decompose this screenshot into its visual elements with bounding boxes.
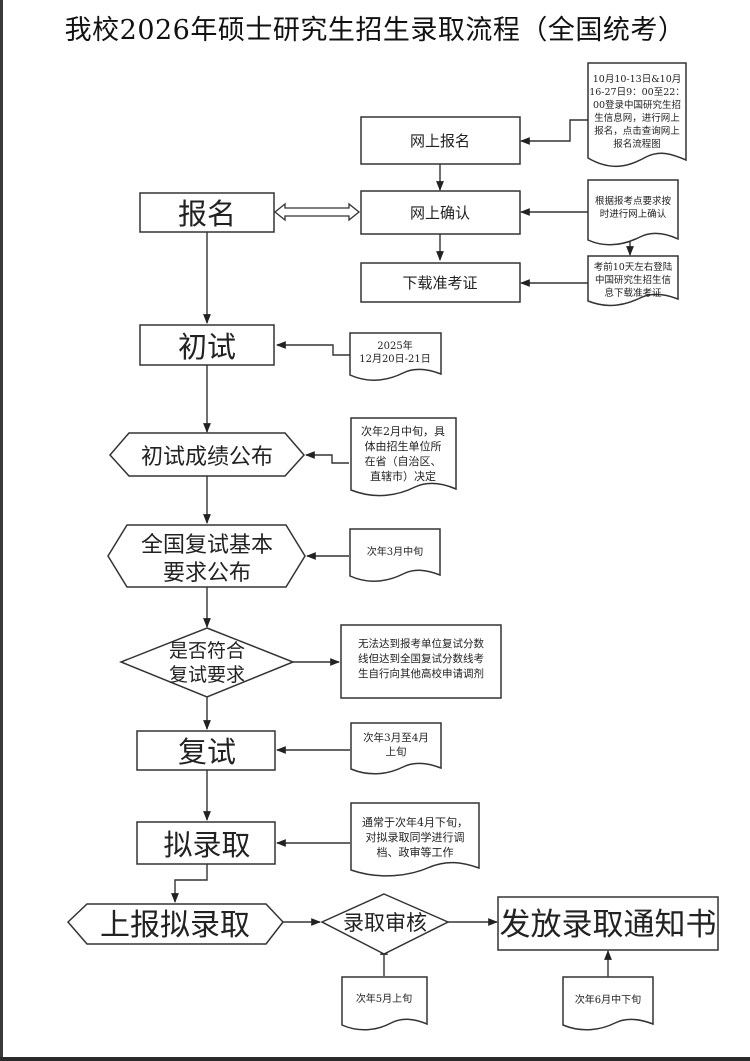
step-prelim-results: 初试成绩公布 [108, 432, 306, 477]
note-decision-transfer-line1: 无法达到报考单位复试分数 [358, 637, 484, 650]
substep-online-confirmation-label: 网上确认 [410, 204, 470, 222]
note-online-registration-line5: 报名，点击查询网上 [594, 125, 680, 137]
note-online-registration-line1: 10月10-13日&10月 [593, 74, 682, 85]
note-retest-line1: 次年3月至4月 [363, 731, 429, 744]
note-online-registration-line3: 00登录中国研究生招 [593, 99, 681, 111]
step-issue-notice-label: 发放录取通知书 [500, 907, 717, 943]
note-online-confirmation: 根据报考点要求按 时进行网上确认 [587, 179, 679, 246]
note-prelim-results: 次年2月中旬，具 体由招生单位所 在省（自治区、 直辖市）决定 [350, 417, 457, 497]
note-online-registration-line4: 生信息网，进行网上 [594, 112, 680, 124]
note-prelim-results-line3: 在省（自治区、 [365, 454, 442, 468]
step-prelim-exam: 初试 [139, 324, 275, 366]
note-proposed-admission-line2: 对拟录取同学进行调 [366, 830, 465, 844]
step-registration: 报名 [139, 192, 275, 233]
step-report-admission: 上报拟录取 [66, 903, 284, 945]
note-issue-notice: 次年6月中下旬 [562, 976, 654, 1031]
step-retest: 复试 [136, 730, 276, 771]
note-prelim-results-line1: 次年2月中旬，具 [361, 424, 445, 438]
step-prelim-results-label: 初试成绩公布 [141, 445, 273, 470]
note-national-requirements-line1: 次年3月中旬 [367, 545, 423, 558]
note-download-ticket-line2: 中国研究生招生信 [595, 274, 671, 286]
step-registration-label: 报名 [178, 197, 236, 231]
arrow-note-to-results [305, 451, 349, 464]
arrow-proposed-to-report [171, 864, 208, 903]
step-national-requirements-line1: 全国复试基本 [141, 533, 273, 558]
note-download-ticket-line3: 息下载准考证 [604, 287, 662, 299]
substep-download-ticket-label: 下载准考证 [402, 274, 477, 292]
arrow-note-to-online-reg [520, 119, 588, 145]
step-report-admission-label: 上报拟录取 [100, 908, 250, 943]
note-download-ticket-line1: 考前10天左右登陆 [594, 261, 673, 273]
substep-download-ticket: 下载准考证 [360, 262, 521, 303]
note-prelim-results-line2: 体由招生单位所 [365, 439, 442, 453]
note-issue-notice-line1: 次年6月中下旬 [575, 993, 641, 1006]
step-decision-line2: 复试要求 [169, 664, 245, 686]
note-admission-review: 次年5月上旬 [341, 976, 428, 1031]
step-decision: 是否符合 复试要求 [118, 627, 296, 698]
frame-left-border [0, 0, 3, 1061]
note-online-confirmation-line1: 根据报考点要求按 [595, 195, 672, 207]
step-proposed-admission-label: 拟录取 [163, 828, 250, 862]
double-arrow-registration-confirmation [273, 202, 361, 222]
note-online-registration-line6: 报名流程图 [613, 138, 661, 150]
step-national-requirements-line2: 要求公布 [163, 561, 251, 586]
note-national-requirements: 次年3月中旬 [349, 528, 441, 582]
step-admission-review: 录取审核 [320, 893, 450, 955]
arrow-note-to-prelim [276, 341, 350, 356]
step-retest-label: 复试 [178, 735, 236, 769]
note-download-ticket: 考前10天左右登陆 中国研究生招生信 息下载准考证 [587, 255, 679, 307]
note-online-confirmation-line2: 时进行网上确认 [600, 208, 667, 220]
substep-online-confirmation: 网上确认 [360, 190, 521, 235]
step-issue-notice: 发放录取通知书 [497, 896, 719, 951]
substep-online-registration: 网上报名 [360, 116, 521, 165]
note-prelim-results-line4: 直辖市）决定 [370, 469, 436, 483]
frame-bottom-border [0, 1057, 750, 1061]
note-online-registration: 10月10-13日&10月 16-27日9：00至22： 00登录中国研究生招 … [587, 62, 687, 168]
page-title: 我校2026年硕士研究生招生录取流程（全国统考） [64, 15, 686, 46]
note-admission-review-line1: 次年5月上旬 [356, 992, 412, 1005]
step-national-requirements: 全国复试基本 要求公布 [107, 524, 306, 588]
note-proposed-admission-line3: 档、政审等工作 [377, 845, 454, 859]
note-proposed-admission: 通常于次年4月下旬， 对拟录取同学进行调 档、政审等工作 [350, 802, 480, 877]
note-prelim-exam: 2025年 12月20日-21日 [349, 332, 442, 381]
note-online-registration-line2: 16-27日9：00至22： [589, 87, 685, 98]
step-proposed-admission: 拟录取 [136, 821, 276, 865]
note-retest-line2: 上旬 [386, 745, 407, 758]
note-prelim-exam-line1: 2025年 [377, 339, 412, 352]
step-prelim-exam-label: 初试 [178, 330, 236, 364]
note-proposed-admission-line1: 通常于次年4月下旬， [362, 815, 468, 829]
note-decision-transfer-line2: 线但达到全国复试分数线考 [358, 652, 484, 665]
step-admission-review-label: 录取审核 [343, 911, 427, 935]
note-decision-transfer-line3: 生自行向其他高校申请调剂 [358, 667, 484, 680]
note-prelim-exam-line2: 12月20日-21日 [359, 353, 431, 365]
step-decision-line1: 是否符合 [169, 640, 245, 662]
note-retest: 次年3月至4月 上旬 [350, 722, 442, 775]
note-decision-transfer: 无法达到报考单位复试分数 线但达到全国复试分数线考 生自行向其他高校申请调剂 [340, 624, 502, 699]
substep-online-registration-label: 网上报名 [410, 132, 470, 150]
